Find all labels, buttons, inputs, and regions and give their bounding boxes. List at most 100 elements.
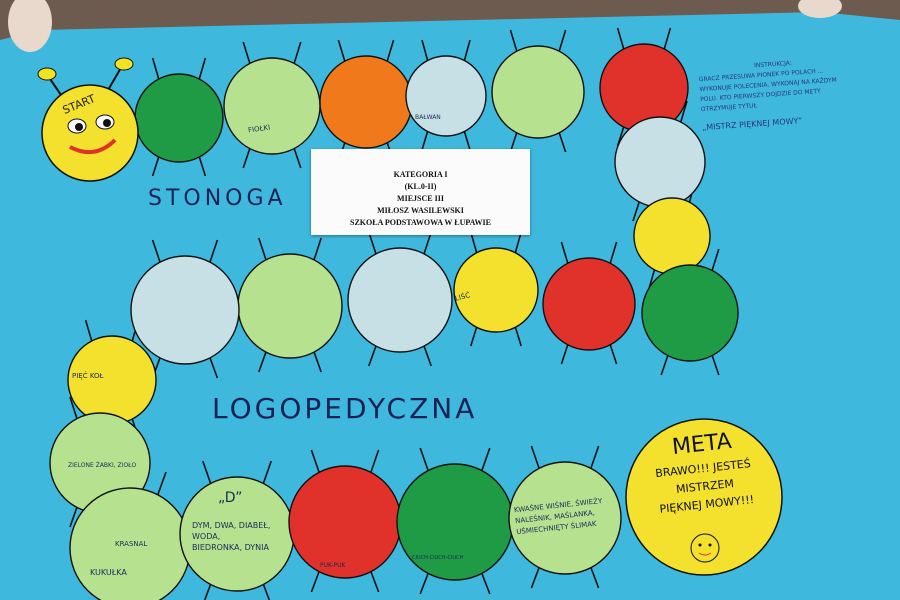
segment-leg (258, 237, 268, 263)
hand-top-left (8, 0, 52, 52)
segment-leg (632, 200, 641, 222)
segment-leg (589, 565, 600, 589)
caption-line-1: KATEGORIA I (393, 170, 448, 179)
text-kukulka: KUKUŁKA (90, 568, 127, 577)
caption-line-2: (KL.0-II) (404, 182, 437, 191)
segment-leg (480, 447, 491, 473)
caterpillar-segment (453, 247, 539, 333)
text-balwan: BAŁWAN (415, 114, 441, 121)
segment-leg (312, 237, 322, 263)
segment-leg (151, 155, 160, 177)
segment-leg (369, 449, 380, 475)
hand-top-right (798, 0, 842, 18)
segment-leg (208, 239, 219, 265)
segment-leg (463, 129, 471, 151)
segment-leg (368, 343, 378, 367)
caterpillar-segment (134, 73, 224, 163)
segment-leg (261, 582, 271, 600)
caterpillar-head (37, 57, 139, 182)
segment-leg (312, 349, 322, 373)
segment-leg (292, 146, 302, 169)
segment-leg (557, 130, 567, 153)
segment-leg (337, 39, 347, 64)
text-dynia: DYM, DWA, DIABEŁ, WODA, BIEDRONKA, DYNIA (192, 521, 271, 552)
segment-leg (242, 146, 252, 169)
segment-leg (608, 241, 618, 266)
segment-leg (509, 29, 519, 54)
title-stonoga: STONOGA (148, 186, 287, 211)
segment-leg (509, 130, 519, 153)
caterpillar-segment (130, 255, 240, 365)
segment-leg (560, 342, 570, 365)
segment-leg (422, 343, 432, 367)
segment-leg (151, 239, 162, 265)
segment-leg (710, 248, 720, 273)
segment-leg (421, 39, 429, 63)
segment-leg (679, 100, 688, 124)
segment-leg (421, 129, 429, 151)
segment-leg (422, 231, 432, 257)
caterpillar-segment (633, 197, 711, 275)
meta-segment (625, 418, 783, 576)
segment-leg (557, 29, 567, 54)
segment-leg (660, 353, 670, 376)
segment-leg (608, 342, 618, 365)
segment-leg (530, 445, 541, 471)
segment-leg (198, 57, 207, 81)
instructions-block: INSTRUKCJA: GRACZ PRZESUWA PIONEK PO POL… (698, 55, 852, 133)
segment-leg (369, 569, 380, 593)
caterpillar-segment (67, 335, 157, 425)
segment-leg (480, 571, 491, 595)
segment-leg (156, 471, 167, 498)
text-d-letter: „D” (218, 490, 243, 506)
caterpillar-segment (542, 257, 636, 351)
segment-leg (589, 445, 600, 471)
segment-leg (261, 460, 272, 486)
segment-leg (202, 460, 213, 486)
text-pukpuk: PUK-PUK (320, 562, 346, 569)
text-piec: PIĘĆ KOŁ (72, 372, 104, 380)
segment-leg (310, 569, 321, 593)
segment-leg (203, 582, 213, 600)
caterpillar-segment (223, 57, 321, 155)
caterpillar-segment (396, 463, 514, 581)
segment-leg (69, 505, 79, 528)
segment-leg (560, 241, 570, 266)
segment-leg (514, 231, 522, 255)
segment-leg (385, 39, 395, 64)
caption-line-4: MIŁOSZ WASILEWSKI (377, 206, 464, 215)
caption-line-3: MIEJSCE III (397, 194, 444, 203)
text-zielone: ZIELONE ŻABKI, ZIOŁO (68, 462, 137, 469)
caterpillar-segment (641, 264, 739, 362)
segment-leg (648, 268, 656, 289)
segment-leg (514, 325, 522, 347)
text-cisza: CIUCH-CIUCH-CIUCH (412, 555, 464, 561)
segment-leg (292, 41, 302, 66)
segment-leg (663, 27, 672, 51)
segment-leg (530, 565, 541, 589)
segment-leg (310, 449, 321, 475)
title-logopedyczna: LOGOPEDYCZNA (212, 392, 478, 425)
segment-leg (616, 27, 625, 51)
segment-leg (242, 41, 252, 66)
segment-leg (208, 355, 219, 379)
segment-leg (470, 231, 478, 255)
caterpillar-segment (319, 55, 413, 149)
segment-leg (258, 349, 268, 373)
segment-leg (69, 396, 79, 421)
segment-leg (419, 571, 430, 595)
caterpillar-segment (491, 45, 585, 139)
caterpillar-segments (49, 43, 739, 600)
segment-leg (470, 325, 478, 347)
segment-leg (151, 57, 160, 81)
segment-leg (368, 231, 378, 257)
segment-leg (419, 447, 430, 473)
segment-leg (198, 155, 207, 177)
caterpillar-segment (237, 253, 343, 359)
segment-leg (84, 319, 93, 343)
caterpillar-segment (508, 461, 622, 575)
text-krasnal: KRASNAL (115, 540, 148, 548)
segment-leg (463, 39, 471, 63)
caterpillar-segment (347, 247, 453, 353)
